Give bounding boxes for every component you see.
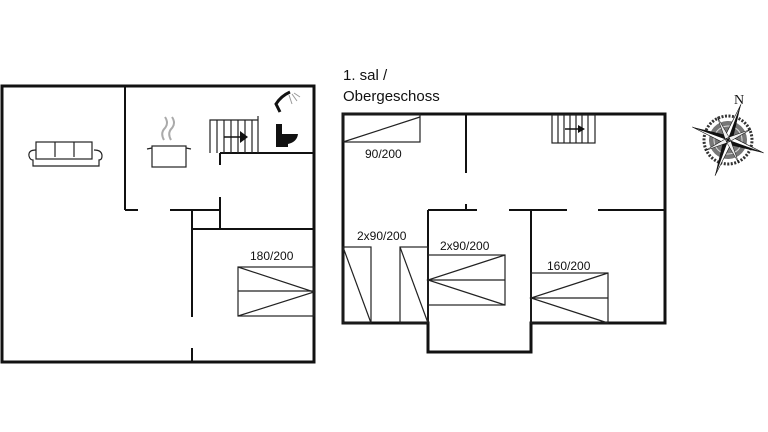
bed-size-label: 90/200 <box>365 147 402 161</box>
compass-north-label: N <box>734 93 744 108</box>
bed-2x90-200-middle: 2x90/200 <box>426 239 506 306</box>
bed-size-label: 2x90/200 <box>440 239 490 253</box>
ground-floor-plan: 180/200 <box>0 84 316 364</box>
bed-160-200: 160/200 <box>529 259 609 324</box>
upper-floor-plan: 1. sal / Obergeschoss 90/200 <box>341 67 667 354</box>
shower-icon <box>274 90 301 113</box>
bed-2x90-200-left: 2x90/200 <box>342 229 429 324</box>
bed-size-label: 180/200 <box>250 249 294 263</box>
compass-rose-icon <box>692 104 764 176</box>
sofa-icon <box>28 141 103 167</box>
floor-title-line2: Obergeschoss <box>343 88 440 105</box>
bed-size-label: 160/200 <box>547 259 591 273</box>
toilet-icon <box>276 124 298 147</box>
bed-180-200: 180/200 <box>237 249 316 317</box>
ground-floor-outer-wall <box>0 84 316 364</box>
stairs-icon <box>209 116 259 153</box>
bed-size-label: 2x90/200 <box>357 229 407 243</box>
floor-title-line1: 1. sal / <box>343 67 388 84</box>
cooking-pot-icon <box>146 116 192 168</box>
stairs-icon <box>551 114 596 144</box>
ground-floor-interior-walls <box>124 86 314 362</box>
bed-90-200: 90/200 <box>342 113 421 161</box>
